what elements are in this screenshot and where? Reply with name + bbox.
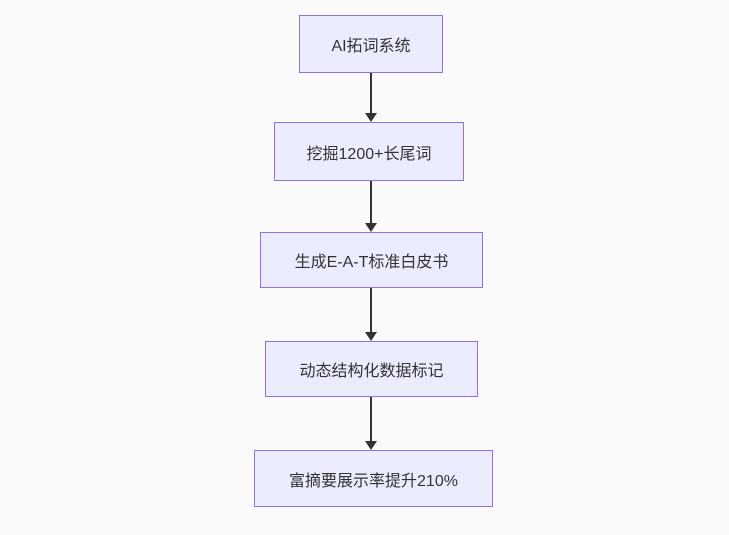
flow-node-label: 富摘要展示率提升210%: [289, 472, 458, 490]
arrowhead-down-icon: [365, 223, 377, 232]
arrow-line: [370, 288, 372, 332]
flow-node-structured-data-markup: 动态结构化数据标记: [265, 341, 478, 397]
flow-node-label: 动态结构化数据标记: [299, 363, 444, 380]
flow-node-rich-snippet-rate: 富摘要展示率提升210%: [254, 450, 493, 507]
flow-node-label: AI拓词系统: [331, 38, 411, 55]
flow-node-label: 挖掘1200+长尾词: [306, 145, 432, 163]
flow-arrow: [364, 397, 378, 450]
flow-node-eat-whitepaper: 生成E-A-T标准白皮书: [260, 232, 483, 288]
flow-node-longtail-keywords: 挖掘1200+长尾词: [274, 122, 464, 181]
arrow-line: [370, 73, 372, 113]
flow-arrow: [364, 181, 378, 232]
flow-arrow: [364, 288, 378, 341]
flow-arrow: [364, 73, 378, 122]
arrowhead-down-icon: [365, 113, 377, 122]
flow-node-ai-keyword-system: AI拓词系统: [299, 15, 443, 73]
flow-node-label: 生成E-A-T标准白皮书: [294, 254, 449, 271]
arrow-line: [370, 181, 372, 223]
arrow-line: [370, 397, 372, 441]
arrowhead-down-icon: [365, 441, 377, 450]
arrowhead-down-icon: [365, 332, 377, 341]
